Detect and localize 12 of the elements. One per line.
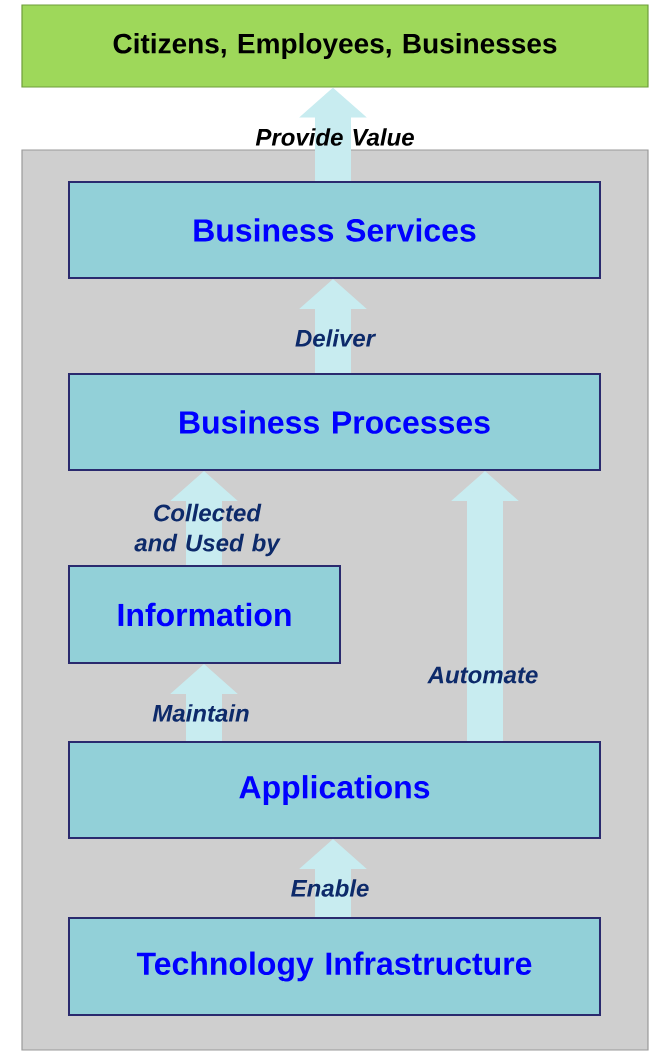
layer-box: Business Processes (68, 373, 601, 471)
edge-label: Deliver (295, 329, 377, 347)
layer-box: Information (68, 565, 341, 664)
banner-box: Citizens, Employees, Businesses (21, 4, 649, 88)
edge-label: Automate (427, 666, 538, 684)
edge-label: Provide Value (255, 128, 414, 146)
layer-box: Applications (68, 741, 601, 839)
layer-box: Business Services (68, 181, 601, 279)
layer-box: Technology Infrastructure (68, 917, 601, 1016)
edge-label: Enable (291, 879, 369, 897)
edge-label: Maintain (152, 704, 249, 722)
edge-label: Collected and Used by (134, 503, 281, 557)
